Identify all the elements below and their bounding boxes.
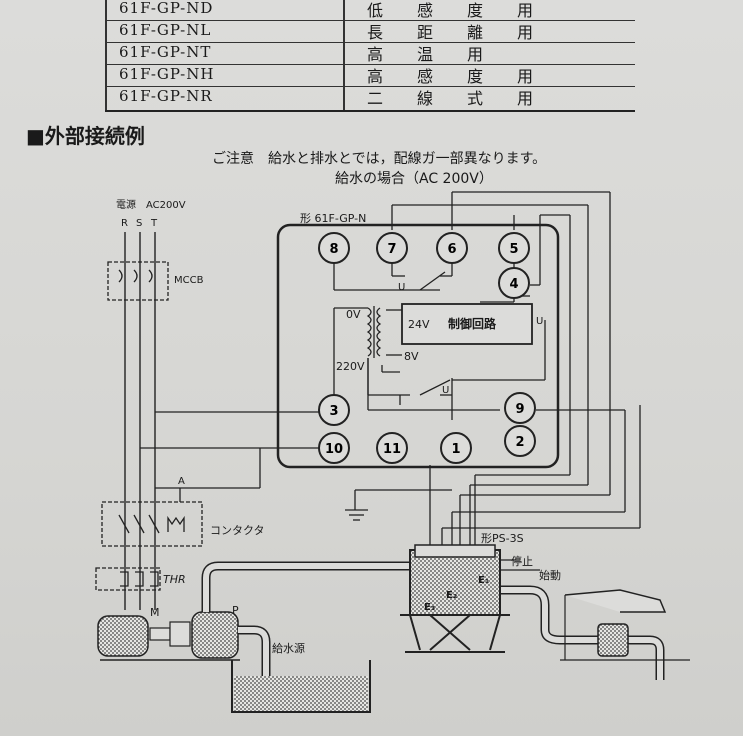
table-divider <box>343 0 345 110</box>
voltage-8v: 8V <box>404 350 419 363</box>
water-source-label: 給水源 <box>272 642 305 655</box>
model-cell: 61F-GP-NL <box>119 21 212 39</box>
receiving-tank <box>400 544 510 653</box>
table-row: 61F-GP-ND 低感度用 <box>105 0 635 21</box>
power-label: 電源 AC200V <box>116 200 186 211</box>
use-cell: 長距離用 <box>367 23 568 42</box>
water-source-tank <box>231 660 371 713</box>
model-cell: 61F-GP-NT <box>119 43 212 61</box>
electrode-e2: E₂ <box>446 590 458 601</box>
terminal-10: 10 <box>318 432 350 464</box>
terminal-4: 4 <box>498 267 530 299</box>
phase-s: S <box>136 218 143 229</box>
voltage-24v: 24V <box>408 318 430 331</box>
power-lines <box>124 232 156 610</box>
terminal-8: 8 <box>318 232 350 264</box>
contactor-contacts <box>118 514 185 534</box>
use-cell: 高感度用 <box>367 67 568 86</box>
point-a-label: A <box>178 476 185 487</box>
thr-label: THR <box>163 573 186 586</box>
terminal-label: 10 <box>325 442 343 457</box>
pipes <box>201 561 665 690</box>
relay-u-right: U <box>536 316 544 327</box>
phase-r: R <box>121 218 128 229</box>
phase-t: T <box>151 218 158 229</box>
caution-note: ご注意 給水と排水とでは，配線ガ一部異なります。 <box>212 151 547 167</box>
terminal-label: 8 <box>329 242 338 257</box>
model-cell: 61F-GP-NR <box>119 87 213 105</box>
diagram-subtitle: 給水の場合（AC 200V） <box>335 171 493 187</box>
motor-pump-assembly <box>97 611 240 661</box>
table-row: 61F-GP-NT 高温用 <box>105 42 635 65</box>
voltage-0v: 0V <box>346 308 361 321</box>
thr-box <box>95 567 161 591</box>
voltage-220v: 220V <box>336 360 365 373</box>
table-left-border <box>105 0 107 110</box>
terminal-label: 4 <box>509 277 518 292</box>
start-label: 始動 <box>539 569 561 582</box>
terminal-label: 2 <box>515 435 524 450</box>
use-cell: 高温用 <box>367 45 518 64</box>
terminal-2: 2 <box>504 425 536 457</box>
relay-unit <box>276 223 560 469</box>
terminal-label: 5 <box>509 242 518 257</box>
section-heading: ■外部接続例 <box>26 124 145 148</box>
relay-internal-wiring <box>333 262 546 420</box>
terminal-11: 11 <box>376 432 408 464</box>
terminal-label: 3 <box>329 404 338 419</box>
terminal-5: 5 <box>498 232 530 264</box>
motor-label: M <box>150 606 160 619</box>
stop-label: 停止 <box>511 555 533 568</box>
terminal-1: 1 <box>440 432 472 464</box>
terminal-6: 6 <box>436 232 468 264</box>
relay-u-bottom: U <box>442 385 450 396</box>
terminal-label: 11 <box>383 442 401 457</box>
terminal-9: 9 <box>504 392 536 424</box>
pump-label: P <box>232 604 239 617</box>
table-row: 61F-GP-NR 二線式用 <box>105 86 635 108</box>
thr-elements <box>120 571 159 587</box>
model-cell: 61F-GP-ND <box>119 0 214 17</box>
terminal-group: 8 7 6 5 4 3 9 10 11 1 2 <box>318 232 536 464</box>
use-cell: 二線式用 <box>367 89 568 108</box>
terminal-label: 7 <box>387 242 396 257</box>
terminal-7: 7 <box>376 232 408 264</box>
relay-model-label: 形 61F-GP-N <box>300 212 367 225</box>
terminal-label: 6 <box>447 242 456 257</box>
float-valve <box>560 589 690 661</box>
contactor-label: コンタクタ <box>210 524 265 537</box>
model-table: 61F-GP-ND 低感度用 61F-GP-NL 長距離用 61F-GP-NT … <box>105 0 635 112</box>
electrode-e3: E₃ <box>424 602 436 613</box>
relay-u-top: U <box>398 282 406 293</box>
table-row: 61F-GP-NH 高感度用 <box>105 64 635 87</box>
contactor-box <box>101 501 203 547</box>
electrode-e1: E₁ <box>478 575 490 586</box>
mccb-switches <box>118 269 153 283</box>
model-cell: 61F-GP-NH <box>119 65 215 83</box>
terminal-label: 1 <box>451 442 460 457</box>
mccb-label: MCCB <box>174 275 204 286</box>
ps3s-label: 形PS-3S <box>481 532 524 545</box>
control-circuit-label: 制御回路 <box>448 317 497 331</box>
terminal-3: 3 <box>318 394 350 426</box>
use-cell: 低感度用 <box>367 1 568 20</box>
mccb-box <box>107 261 169 301</box>
terminal-label: 9 <box>515 402 524 417</box>
table-row: 61F-GP-NL 長距離用 <box>105 20 635 43</box>
